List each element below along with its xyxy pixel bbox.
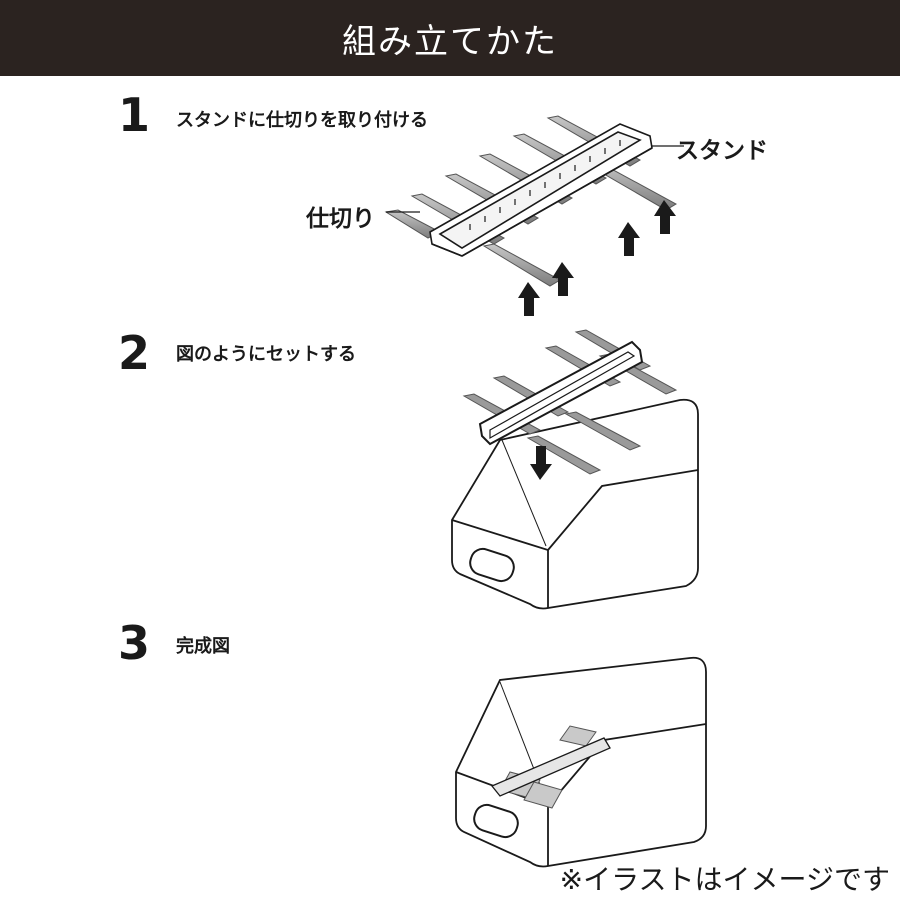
up-arrow-icons [518,200,676,316]
step-1-illustration [384,115,684,316]
up-arrow-icon [654,200,676,234]
inner-stand [490,737,611,797]
header-bar: 組み立てかた [0,0,900,76]
step-3-number: 3 [118,616,151,670]
disclaimer-note: ※イラストはイメージです [559,863,890,896]
completed-handle-hole [473,803,519,839]
step-2-number: 2 [118,326,151,380]
stand-label: スタンド [676,138,768,164]
step-2-text: 図のようにセットする [176,344,356,365]
step-2-illustration [451,329,699,610]
divider-label: 仕切り [306,206,375,232]
down-arrow-icon [530,446,552,480]
step-3-text: 完成図 [176,636,230,657]
step-1-text: スタンドに仕切りを取り付ける [176,110,428,131]
completed-box-outline [455,656,707,868]
stand-slots [469,140,621,230]
stand-with-slats-2 [462,329,678,475]
box-outline [451,398,699,610]
up-arrow-icon [552,262,574,296]
step-3-illustration [455,656,707,868]
step-1-number: 1 [118,88,151,142]
up-arrow-icon [518,282,540,316]
up-arrow-icon [618,222,640,256]
page-title: 組み立てかた [342,21,558,62]
box-handle-hole [469,547,515,583]
